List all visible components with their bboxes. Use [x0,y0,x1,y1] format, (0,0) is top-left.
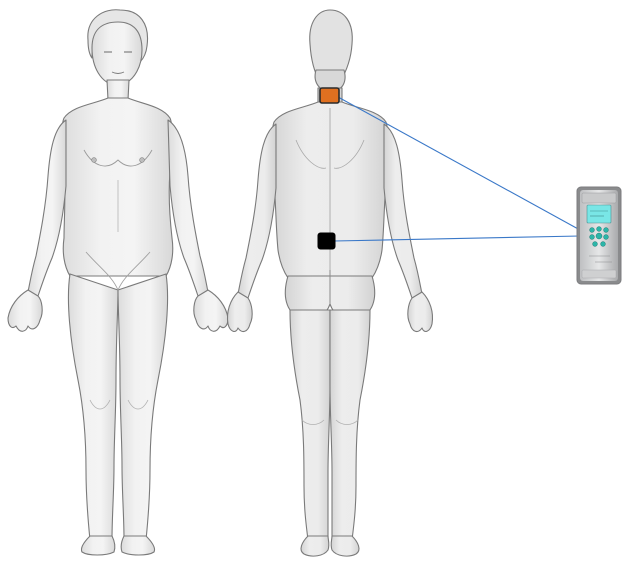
front-nipple-right [140,158,145,163]
device-screen [587,205,611,223]
device-button[interactable] [604,228,609,233]
device-button[interactable] [590,228,595,233]
front-foot-left [81,536,114,555]
female-body-front [8,10,228,555]
stimulator-device[interactable] [577,187,621,284]
electrode-neck[interactable] [320,88,339,103]
device-bottom-strip [582,270,616,278]
back-hand-right [408,292,433,331]
back-leg-right [330,310,370,540]
front-leg-left [68,274,118,540]
front-hand-left [8,290,42,331]
device-button[interactable] [593,242,598,247]
front-head [92,22,142,86]
front-hand-right [194,290,228,331]
back-arm-left [238,124,276,298]
front-arm-right [168,120,208,296]
device-button[interactable] [604,235,609,240]
front-neck [107,80,129,100]
front-nipple-left [92,158,97,163]
device-button[interactable] [597,227,602,232]
front-arm-left [28,120,66,296]
back-foot-right [331,536,359,556]
electrode-lower-back[interactable] [318,233,335,249]
device-button[interactable] [601,242,606,247]
back-hand-left [227,292,252,331]
front-torso [62,98,173,276]
back-arm-right [384,124,422,298]
front-foot-right [121,536,154,555]
back-leg-left [290,310,330,540]
device-top-bezel [582,193,616,203]
back-foot-left [301,536,329,556]
device-button[interactable] [596,233,602,239]
device-button[interactable] [590,235,595,240]
